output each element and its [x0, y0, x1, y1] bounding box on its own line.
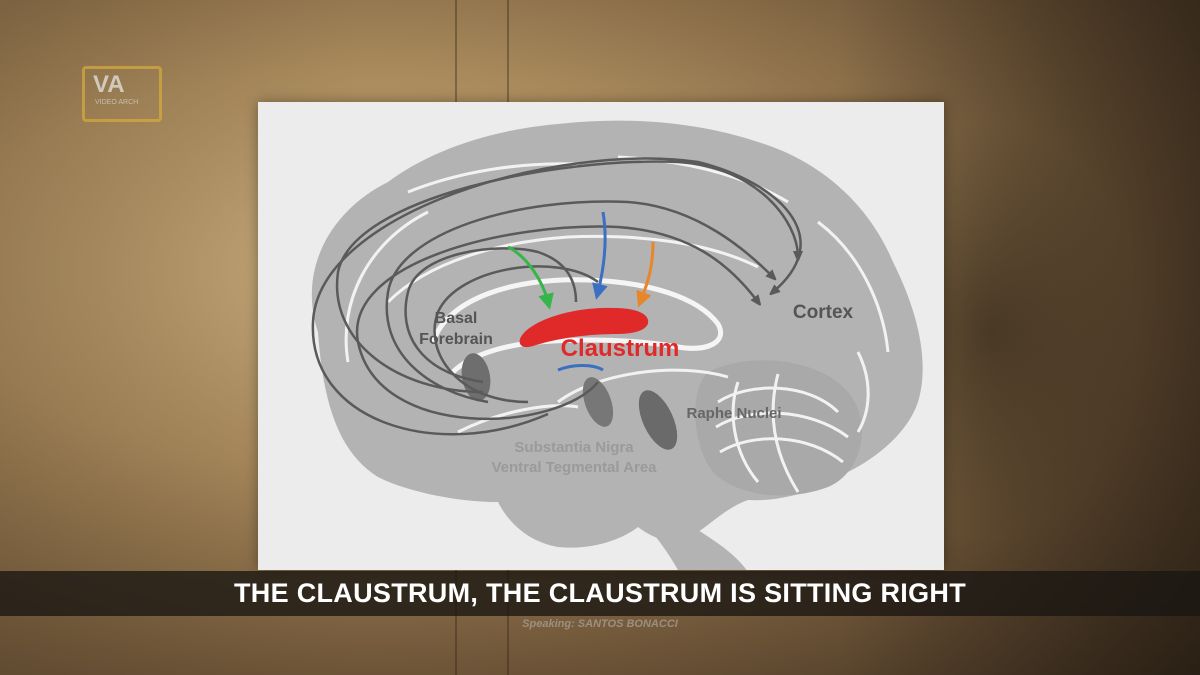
orange-arrow: [636, 241, 655, 308]
channel-logo: VA VIDEO ARCH: [82, 66, 162, 122]
brain-diagram: Basal Forebrain Claustrum Cortex Raphe N…: [311, 120, 923, 570]
subtitle-text: THE CLAUSTRUM, THE CLAUSTRUM IS SITTING …: [234, 578, 966, 608]
brain-folds: [344, 155, 890, 434]
blue-connector: [557, 364, 604, 372]
label-claustrum: Claustrum: [561, 335, 680, 362]
brainstem: [643, 502, 747, 570]
green-arrow: [507, 245, 554, 310]
basal-forebrain-nucleus: [461, 353, 491, 401]
speaker-credit: Speaking: SANTOS BONACCI: [522, 618, 678, 630]
subtitle-bar: THE CLAUSTRUM, THE CLAUSTRUM IS SITTING …: [0, 571, 1200, 616]
cerebellum-folds: [715, 373, 849, 493]
label-ventral-tegmental-area: Ventral Tegmental Area: [491, 459, 657, 476]
claustrum-shape: [519, 307, 649, 348]
label-basal: Basal: [435, 310, 478, 327]
label-forebrain: Forebrain: [419, 331, 493, 348]
raphe-nucleus: [638, 390, 678, 450]
brain-diagram-panel: Basal Forebrain Claustrum Cortex Raphe N…: [258, 102, 944, 570]
logo-subtext: VIDEO ARCH: [95, 99, 139, 106]
label-cortex: Cortex: [793, 302, 854, 323]
blue-arrow: [592, 211, 608, 300]
label-substantia-nigra: Substantia Nigra: [514, 439, 634, 456]
logo-mark: VA: [93, 71, 125, 98]
label-raphe-nuclei: Raphe Nuclei: [686, 405, 781, 422]
pathway-arrows: [311, 157, 801, 436]
